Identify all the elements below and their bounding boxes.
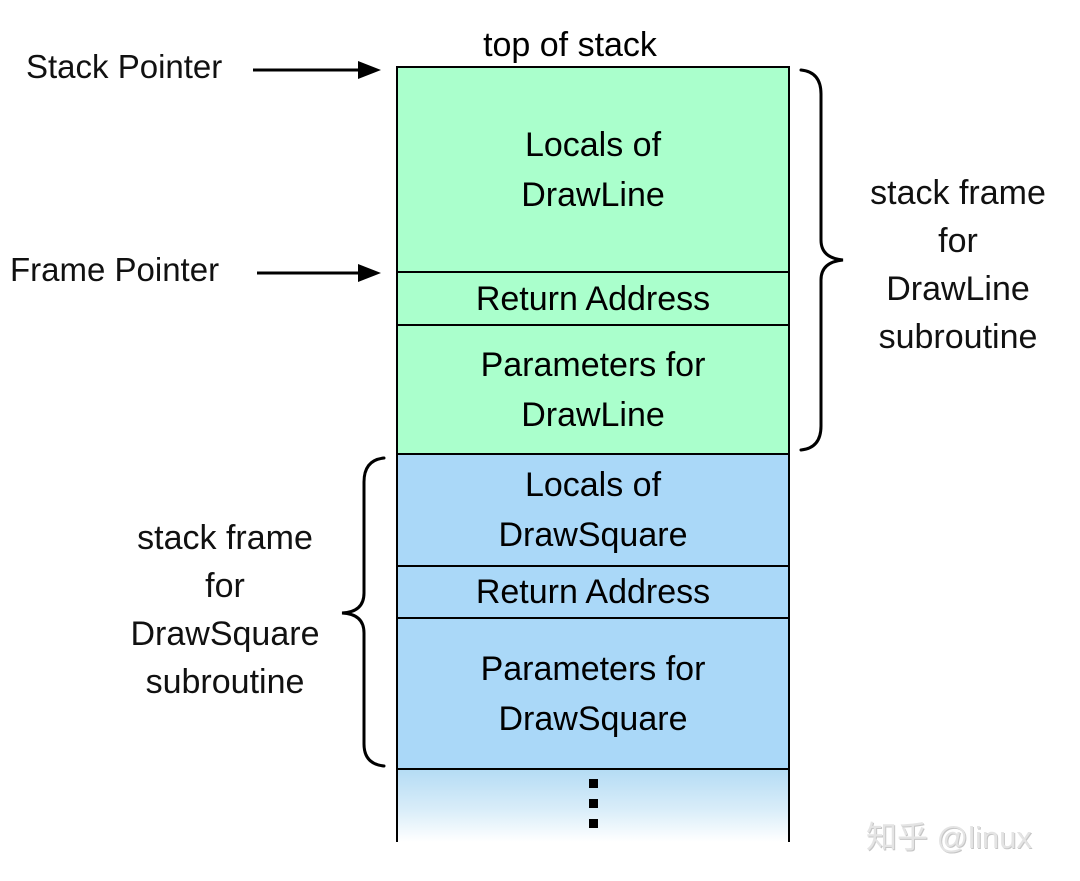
drawsquare-frame-label: stack frame for DrawSquare subroutine xyxy=(100,514,350,706)
label-line: subroutine xyxy=(145,663,305,701)
row-text-line: DrawSquare xyxy=(498,516,688,554)
stack-column: Locals of DrawLine Return Address Parame… xyxy=(396,66,790,842)
label-line: stack frame xyxy=(137,519,313,557)
stack-row-return-address-drawsquare: Return Address xyxy=(398,567,788,619)
row-text-line: DrawLine xyxy=(521,395,665,434)
row-text-line: DrawLine xyxy=(521,175,665,214)
row-text-line: Locals of xyxy=(524,466,662,504)
row-text-line: Return Address xyxy=(475,573,711,611)
label-line: for xyxy=(938,222,978,260)
label-line: subroutine xyxy=(878,318,1038,356)
stack-row-parameters-drawline: Parameters for DrawLine xyxy=(398,326,788,455)
stack-row-return-address-drawline: Return Address xyxy=(398,273,788,326)
vertical-ellipsis-icon xyxy=(588,779,598,828)
row-text-line: Parameters for xyxy=(480,649,706,688)
drawline-frame-label: stack frame for DrawLine subroutine xyxy=(845,169,1071,361)
stack-pointer-label: Stack Pointer xyxy=(26,48,223,85)
frame-pointer-label: Frame Pointer xyxy=(10,251,220,288)
label-line: DrawSquare xyxy=(130,615,320,653)
row-text-line: DrawSquare xyxy=(498,699,688,738)
frame-pointer-arrow xyxy=(257,264,381,282)
row-text-line: Return Address xyxy=(475,279,711,318)
stack-row-locals-drawsquare: Locals of DrawSquare xyxy=(398,455,788,567)
label-line: stack frame xyxy=(870,174,1046,212)
watermark: 知乎 @linux xyxy=(866,820,1032,855)
row-text-line: Parameters for xyxy=(480,345,706,384)
label-line: for xyxy=(205,567,245,605)
drawline-frame-brace xyxy=(799,68,844,452)
stack-row-locals-drawline: Locals of DrawLine xyxy=(398,68,788,273)
top-of-stack-label: top of stack xyxy=(483,26,657,64)
row-text-line: Locals of xyxy=(524,125,662,164)
stack-continuation-section xyxy=(398,770,788,842)
label-line: DrawLine xyxy=(886,270,1030,308)
stack-row-parameters-drawsquare: Parameters for DrawSquare xyxy=(398,619,788,770)
